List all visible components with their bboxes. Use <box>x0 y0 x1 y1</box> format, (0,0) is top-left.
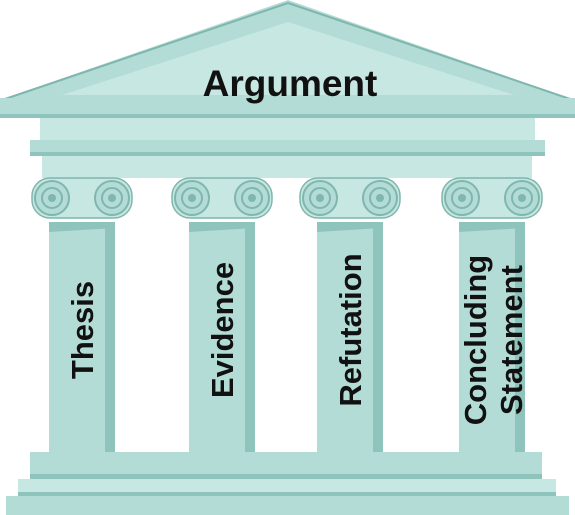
architrave <box>30 140 545 154</box>
pillar-shaft <box>317 222 383 452</box>
diagram-title: Argument <box>203 63 378 104</box>
pillar-volute-ring <box>101 187 123 209</box>
architrave-shadow <box>30 152 545 156</box>
pillar-neck <box>459 222 525 232</box>
pillar-shaft <box>459 222 525 452</box>
pillar-shaft <box>189 222 255 452</box>
step-bottom <box>6 496 569 515</box>
pillar-volute-ring <box>41 187 63 209</box>
pillar-volute-eye <box>458 194 466 202</box>
beam <box>42 156 532 178</box>
pillar-volute-eye <box>48 194 56 202</box>
pillars: Thesis Evidence Refutation ConcludingStatem… <box>31 177 543 452</box>
pillar-volute-ring <box>369 187 391 209</box>
pillar-volute-eye <box>376 194 384 202</box>
pillar-volute-ring <box>309 187 331 209</box>
pillar-label-line: Concluding <box>458 255 493 425</box>
pediment-edge-left <box>1 2 289 101</box>
pillar-shaft-shade <box>245 222 255 452</box>
pillar-volute-eye <box>316 194 324 202</box>
pillar-neck <box>189 222 255 232</box>
pillar-label: Evidence <box>205 262 240 398</box>
step-middle <box>18 479 556 495</box>
pillar-label: Refutation <box>333 253 368 406</box>
pillar-label-line: Refutation <box>333 253 368 406</box>
pillar-volute-ring <box>511 187 533 209</box>
pillar-shaft-shade <box>105 222 115 452</box>
frieze <box>40 118 535 140</box>
pillar-label: ConcludingStatement <box>458 255 529 425</box>
pillar-volute-eye <box>108 194 116 202</box>
cornice-shadow <box>0 114 575 118</box>
pillar-volute-eye <box>188 194 196 202</box>
step-middle-shadow <box>18 492 556 496</box>
pillar-volute-ring <box>451 187 473 209</box>
pillar-label-line: Statement <box>494 265 529 415</box>
pillar-shaft-shade <box>373 222 383 452</box>
pillar-neck <box>49 222 115 232</box>
pillar-label-line: Thesis <box>65 281 100 379</box>
pillar-shaft-shade <box>515 222 525 452</box>
pillar-label: Thesis <box>65 281 100 379</box>
pillar-neck <box>317 222 383 232</box>
pediment-inner <box>62 22 514 95</box>
pillar-volute-ring <box>181 187 203 209</box>
pillar-volute-ring <box>241 187 263 209</box>
stylobate <box>30 452 542 478</box>
stylobate-shadow <box>30 474 542 479</box>
pillar-label-line: Evidence <box>205 262 240 398</box>
cornice <box>0 98 575 116</box>
pillar-shaft <box>49 222 115 452</box>
pillar-volute-eye <box>518 194 526 202</box>
pediment-edge-right <box>287 2 574 101</box>
pillar-volute-eye <box>248 194 256 202</box>
